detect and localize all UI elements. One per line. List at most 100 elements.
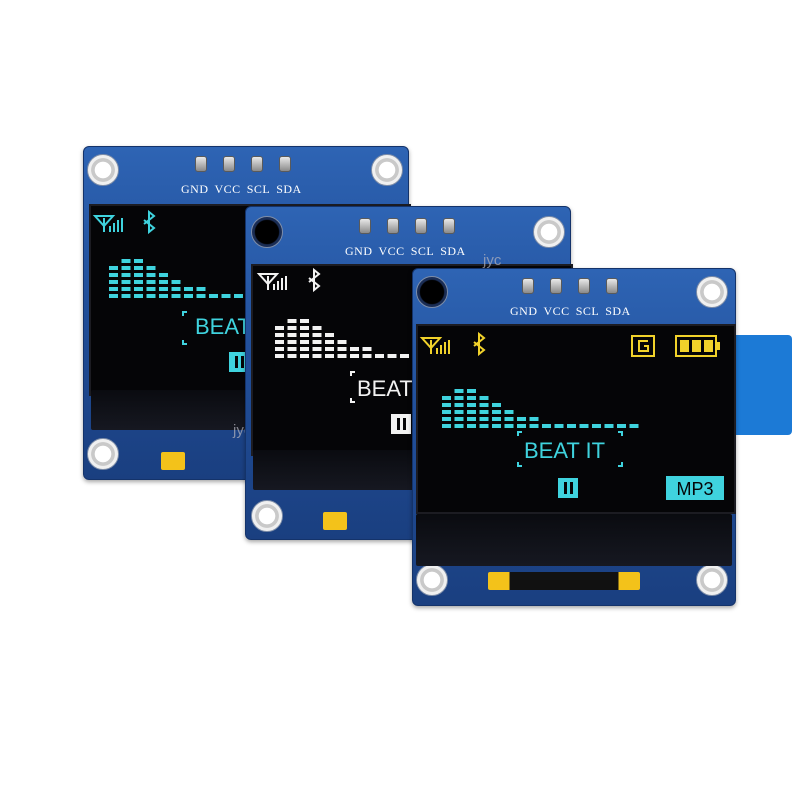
equalizer-segment <box>337 354 347 358</box>
equalizer-segment <box>287 319 297 323</box>
equalizer-segment <box>134 273 143 277</box>
mp3-badge: MP3 <box>666 476 724 500</box>
equalizer-segment <box>109 280 118 284</box>
equalizer-segment <box>325 354 334 358</box>
equalizer-segment <box>325 340 334 344</box>
equalizer-segment <box>387 354 397 358</box>
equalizer-segment <box>592 424 601 428</box>
header-pin <box>359 218 371 234</box>
equalizer-segment <box>529 424 539 428</box>
header-pin <box>606 278 618 294</box>
equalizer-segment <box>196 294 206 298</box>
equalizer-segment <box>300 340 309 344</box>
mounting-hole <box>87 438 119 470</box>
equalizer-segment <box>325 347 334 351</box>
equalizer-segment <box>479 424 489 428</box>
equalizer-segment <box>337 347 347 351</box>
equalizer-segment <box>325 333 334 337</box>
equalizer-segment <box>287 333 297 337</box>
equalizer-segment <box>362 347 372 351</box>
equalizer-segment <box>275 354 284 358</box>
equalizer-segment <box>400 354 409 358</box>
mp3-badge-label: MP3 <box>676 479 713 499</box>
signal-antenna-icon <box>256 273 287 290</box>
equalizer-segment <box>121 266 131 270</box>
equalizer-segment <box>517 424 526 428</box>
equalizer-segment <box>109 266 118 270</box>
equalizer-segment <box>350 347 359 351</box>
equalizer-segment <box>275 326 284 330</box>
equalizer-segment <box>134 259 143 263</box>
pause-icon <box>391 414 411 434</box>
equalizer-segment <box>454 396 464 400</box>
song-frame <box>182 311 187 345</box>
pin-label-vcc: VCC <box>214 182 241 196</box>
equalizer-segment <box>171 287 181 291</box>
equalizer-segment <box>467 417 476 421</box>
equalizer-segment <box>375 354 384 358</box>
pin-label-gnd: GND <box>510 304 538 318</box>
pin-label-sda: SDA <box>276 182 302 196</box>
equalizer-segment <box>121 280 131 284</box>
screen-content: BEAT IT MP3 <box>419 331 724 500</box>
equalizer-segment <box>454 424 464 428</box>
equalizer-segment <box>312 340 322 344</box>
equalizer-segment <box>467 424 476 428</box>
equalizer-segment <box>275 340 284 344</box>
signal-antenna-icon <box>92 215 123 232</box>
equalizer-segment <box>454 410 464 414</box>
protective-film-tab <box>730 335 792 435</box>
equalizer-segment <box>579 424 589 428</box>
equalizer-bars <box>109 259 256 298</box>
equalizer-segment <box>312 326 322 330</box>
display-glass-lower <box>416 514 732 566</box>
equalizer-segment <box>517 417 526 421</box>
equalizer-segment <box>159 287 168 291</box>
mounting-hole <box>416 564 448 596</box>
signal-antenna-icon <box>419 337 450 354</box>
header-pin <box>387 218 399 234</box>
header-pin <box>223 156 235 172</box>
pause-icon <box>229 352 249 372</box>
mounting-hole <box>87 154 119 186</box>
equalizer-segment <box>146 280 156 284</box>
header-pin <box>279 156 291 172</box>
equalizer-segment <box>287 340 297 344</box>
equalizer-segment <box>492 403 501 407</box>
equalizer-segment <box>146 266 156 270</box>
g-icon <box>631 335 655 357</box>
equalizer-segment <box>312 333 322 337</box>
equalizer-segment <box>287 354 297 358</box>
header-pin <box>522 278 534 294</box>
equalizer-segment <box>221 294 231 298</box>
equalizer-bars <box>275 319 409 358</box>
equalizer-segment <box>479 417 489 421</box>
equalizer-segment <box>134 280 143 284</box>
equalizer-segment <box>275 347 284 351</box>
song-frame <box>517 431 623 467</box>
equalizer-segment <box>504 424 514 428</box>
header-pin <box>578 278 590 294</box>
equalizer-segment <box>442 410 451 414</box>
equalizer-segment <box>159 294 168 298</box>
bluetooth-icon <box>308 267 321 293</box>
mounting-hole <box>696 276 728 308</box>
equalizer-segment <box>121 273 131 277</box>
equalizer-segment <box>479 396 489 400</box>
song-title: BEAT IT <box>524 438 605 463</box>
flex-cable <box>161 452 185 470</box>
equalizer-segment <box>617 424 626 428</box>
equalizer-segment <box>134 294 143 298</box>
screen-content: BEAT IT <box>256 267 438 434</box>
equalizer-segment <box>362 354 372 358</box>
song-frame <box>350 371 355 403</box>
equalizer-segment <box>442 403 451 407</box>
equalizer-segment <box>467 389 476 393</box>
equalizer-segment <box>275 333 284 337</box>
mounting-hole <box>371 154 403 186</box>
equalizer-segment <box>109 273 118 277</box>
equalizer-segment <box>492 424 501 428</box>
mounting-hole <box>251 500 283 532</box>
